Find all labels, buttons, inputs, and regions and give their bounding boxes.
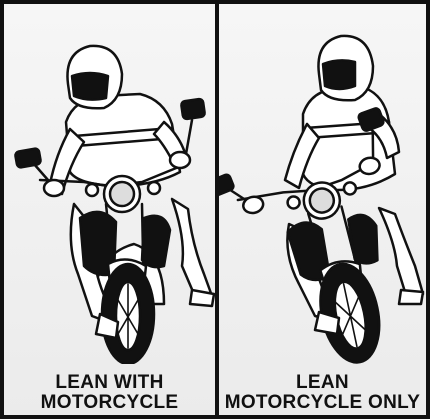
rider-leaning-with-motorcycle-illustration	[4, 4, 215, 364]
caption-line-2: MOTORCYCLE	[4, 393, 215, 413]
panel-lean-motorcycle-only: LEAN MOTORCYCLE ONLY	[219, 4, 426, 415]
caption-lean-with-motorcycle: LEAN WITH MOTORCYCLE	[4, 373, 215, 413]
caption-line-1: LEAN	[219, 373, 426, 393]
panel-lean-with-motorcycle: LEAN WITH MOTORCYCLE	[4, 4, 215, 415]
caption-line-2: MOTORCYCLE ONLY	[219, 393, 426, 413]
caption-lean-motorcycle-only: LEAN MOTORCYCLE ONLY	[219, 373, 426, 413]
caption-line-1: LEAN WITH	[4, 373, 215, 393]
motorcycle-leaning-rider-upright-illustration	[219, 4, 426, 364]
